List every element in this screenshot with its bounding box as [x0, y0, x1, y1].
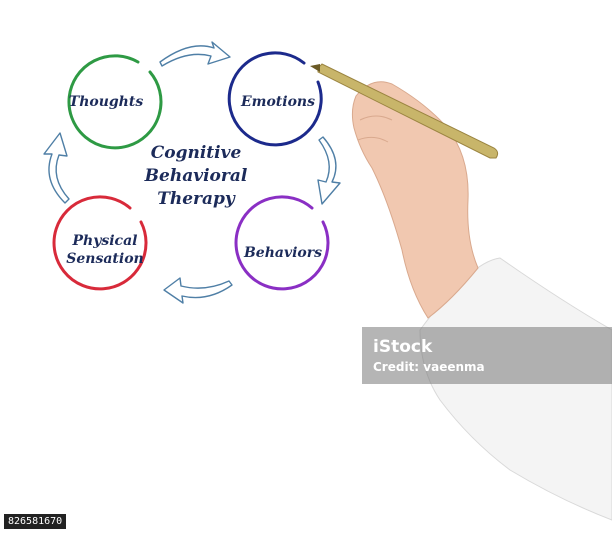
node-label-line: Sensation: [66, 251, 144, 267]
hand: [351, 81, 479, 319]
finger-shading: [357, 115, 393, 143]
thoughts-circle: [67, 54, 163, 150]
node-label-line: Thoughts: [68, 94, 144, 110]
arrow-emotions-to-behaviors: [317, 136, 341, 205]
pen-tip: [310, 64, 320, 72]
title-line-1: Cognitive: [150, 143, 242, 163]
arrow-behaviors-to-physical: [163, 277, 233, 304]
arrow-physical-to-thoughts: [43, 132, 70, 204]
title-line-2: Behavioral: [144, 166, 248, 186]
node-thoughts-label: Thoughts: [56, 93, 156, 111]
emotions-circle: [227, 51, 323, 147]
watermark-credit: Credit: vaeenma: [373, 360, 485, 374]
node-label-line: Emotions: [240, 94, 315, 110]
sleeve: [419, 257, 612, 521]
node-emotions-label: Emotions: [228, 93, 328, 111]
stock-id-label: 826581670: [4, 514, 67, 529]
arrow-thoughts-to-emotions: [159, 41, 231, 67]
title-line-3: Therapy: [157, 189, 235, 209]
pen: [317, 63, 499, 159]
node-behaviors-label: Behaviors: [233, 244, 333, 262]
watermark-brand: iStock: [373, 337, 433, 357]
diagram-title: Cognitive Behavioral Therapy: [128, 142, 264, 211]
physical-sensation-circle: [52, 195, 148, 291]
node-label-line: Behaviors: [243, 245, 323, 261]
node-label-line: Physical: [72, 233, 138, 249]
watermark-banner: iStock Credit: vaeenma: [362, 327, 612, 384]
behaviors-circle: [234, 195, 330, 291]
